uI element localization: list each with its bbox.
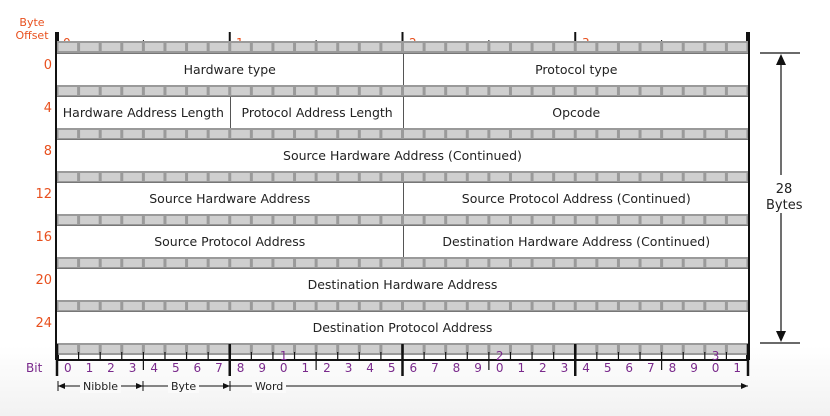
bit-number-top: 3 (711, 349, 720, 363)
bit-number: 6 (193, 361, 202, 375)
bit-strip (57, 257, 748, 269)
field-cell: Hardware type (183, 62, 276, 77)
offset-24: 24 (35, 316, 52, 331)
group-word: Word (252, 380, 287, 393)
field-cell: Protocol type (402, 54, 750, 85)
bit-number: 0 (63, 361, 72, 375)
field-row: Source Protocol Address Destination Hardw… (57, 225, 748, 258)
bit-number-bottom: 0 (711, 361, 720, 375)
bit-strip (57, 128, 748, 140)
field-cell: Source Protocol Address (Continued) (402, 183, 750, 214)
bit-number: 2 (323, 361, 331, 375)
size-bracket (760, 52, 800, 344)
bit-number: 6 (409, 361, 418, 375)
size-unit: Bytes (766, 198, 803, 213)
bit-number-top: 2 (495, 349, 504, 363)
offset-0: 0 (43, 58, 52, 73)
field-row: Hardware type Protocol type (57, 53, 748, 86)
field-cell: Hardware Address Length (62, 105, 224, 120)
bit-number: 4 (582, 361, 590, 375)
field-cell: Source Protocol Address (154, 234, 306, 249)
field-row: Destination Hardware Address (57, 268, 748, 301)
size-value: 28 (775, 182, 793, 197)
field-row: Hardware Address Length Protocol Address … (57, 96, 748, 129)
field-cell: Destination Protocol Address (312, 320, 493, 335)
bit-number: 9 (690, 361, 698, 375)
bit-strip (57, 171, 748, 183)
offset-16: 16 (35, 230, 52, 245)
bit-number: 1 (85, 361, 94, 375)
bit-number: 7 (215, 361, 223, 375)
bit-number: 1 (733, 361, 742, 375)
bit-number: 8 (452, 361, 461, 375)
group-nibble: Nibble (80, 380, 122, 393)
bit-number: 9 (474, 361, 482, 375)
bit-number: 4 (150, 361, 158, 375)
field-cell: Destination Hardware Address (Continued) (402, 226, 750, 257)
field-cell: Source Hardware Address (149, 191, 311, 206)
offset-4: 4 (43, 101, 52, 116)
bit-number: 8 (668, 361, 677, 375)
field-cell: Source Hardware Address (Continued) (283, 148, 522, 163)
bit-number-bottom: 0 (279, 361, 288, 375)
bit-number: 2 (107, 361, 115, 375)
bit-number: 3 (560, 361, 569, 375)
bit-number: 5 (603, 361, 612, 375)
bit-number: 6 (625, 361, 634, 375)
bit-number: 7 (647, 361, 655, 375)
bit-number: 1 (517, 361, 526, 375)
field-cell: Protocol Address Length (229, 97, 404, 128)
bit-number-bottom: 0 (495, 361, 504, 375)
offset-label: Offset (15, 29, 49, 42)
bit-number: 1 (301, 361, 310, 375)
offset-8: 8 (43, 144, 52, 159)
bit-number: 2 (539, 361, 547, 375)
byte-label: Byte (19, 16, 45, 29)
bit-number: 5 (387, 361, 396, 375)
bit-number: 3 (128, 361, 137, 375)
bit-number: 8 (236, 361, 245, 375)
bit-strip (57, 41, 748, 53)
offset-12: 12 (35, 187, 52, 202)
bit-number: 5 (171, 361, 180, 375)
bit-scale (55, 344, 750, 391)
byte-offset-header: Byte Offset (10, 16, 54, 42)
size-label: 28 Bytes (766, 182, 802, 214)
bit-number: 7 (431, 361, 439, 375)
field-cell: Opcode (402, 97, 750, 128)
bit-number-top: 1 (279, 349, 288, 363)
bit-strip (57, 85, 748, 97)
bit-number: 9 (258, 361, 266, 375)
offset-20: 20 (35, 273, 52, 288)
right-frame (746, 32, 750, 360)
bit-strip (57, 214, 748, 226)
bit-number: 3 (344, 361, 353, 375)
group-byte: Byte (168, 380, 200, 393)
bit-label: Bit (26, 361, 43, 375)
field-row: Source Hardware Address (Continued) (57, 139, 748, 172)
bit-strip (57, 300, 748, 312)
bit-number: 4 (366, 361, 374, 375)
field-row: Source Hardware Address Source Protocol A… (57, 182, 748, 215)
field-cell: Destination Hardware Address (307, 277, 498, 292)
bottom-shade (0, 346, 830, 416)
